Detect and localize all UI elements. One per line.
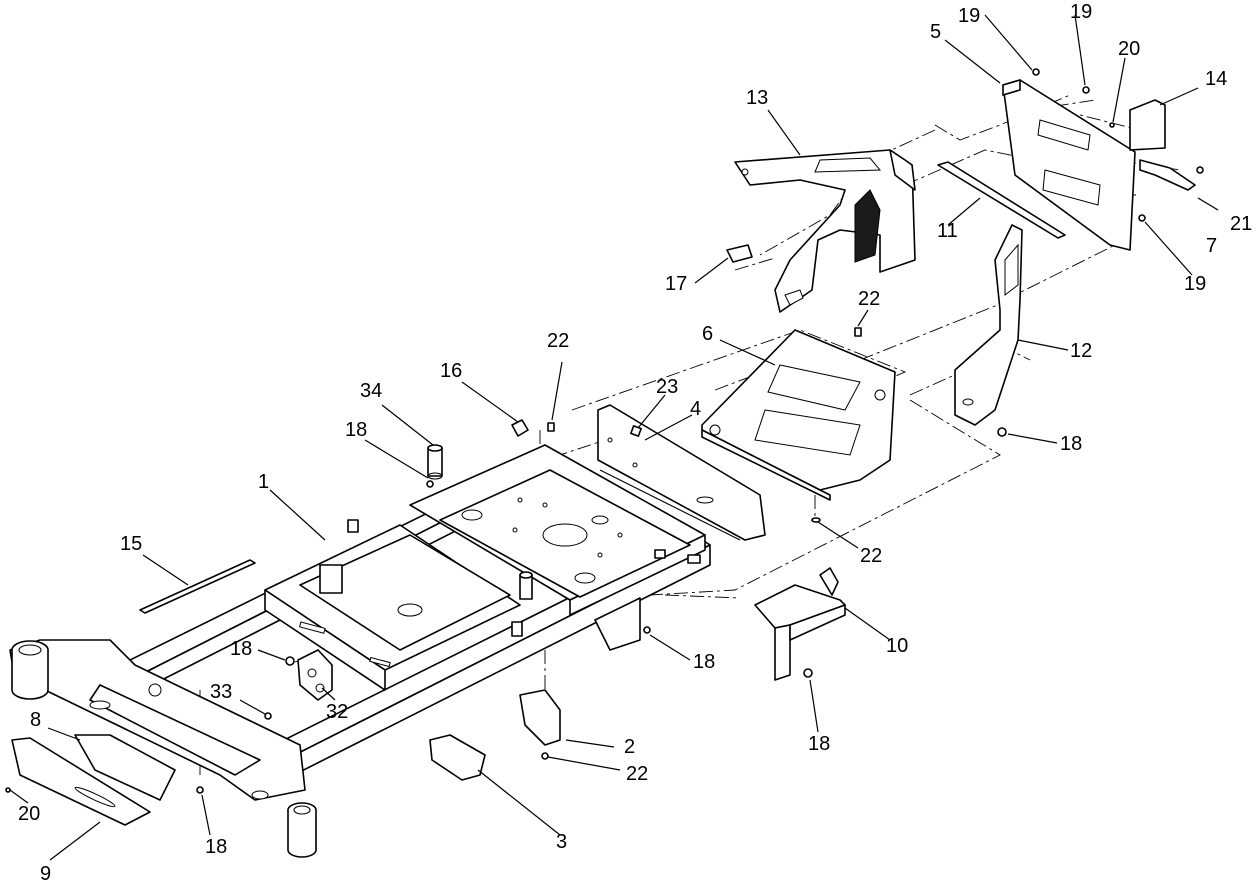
callout-8: 8: [30, 709, 41, 731]
part-4-bracket: [597, 404, 766, 541]
callout-22a: 22: [547, 330, 569, 352]
callout-7: 7: [1206, 235, 1217, 257]
part-17-label: [726, 244, 753, 263]
part-8-guard: [74, 734, 176, 801]
callout-12: 12: [1070, 340, 1092, 362]
assembly-dash-lines: [199, 94, 1181, 775]
callout-3: 3: [556, 831, 567, 853]
leader-lines: [9, 14, 1219, 861]
callout-19b: 19: [1070, 1, 1092, 23]
hardware-fasteners: [5, 68, 1204, 794]
callout-18c: 18: [693, 651, 715, 673]
part-3-bracket: [429, 734, 486, 781]
part-16-label: [511, 419, 529, 437]
callout-1: 1: [258, 471, 269, 493]
callout-22c: 22: [860, 545, 882, 567]
callout-23: 23: [656, 376, 678, 398]
part-9-shield: [11, 737, 151, 826]
callout-labels: 1 2 3 4 5 6 7 8 9 10 11 12 13 14 15 16 1…: [18, 1, 1252, 885]
callout-16: 16: [440, 360, 462, 382]
part-14-plate: [1129, 99, 1166, 151]
callout-9: 9: [40, 863, 51, 885]
callout-34: 34: [360, 380, 382, 402]
callout-15: 15: [120, 533, 142, 555]
callout-20a: 20: [1118, 38, 1140, 60]
callout-32: 32: [326, 701, 348, 723]
part-12-panel: [954, 224, 1023, 426]
callout-13: 13: [746, 87, 768, 109]
callout-21: 21: [1230, 213, 1252, 235]
part-11-bar: [937, 161, 1066, 239]
callout-19a: 19: [958, 5, 980, 27]
callout-18b: 18: [1060, 433, 1082, 455]
callout-4: 4: [690, 398, 701, 420]
part-34-bumper: [427, 444, 443, 480]
callout-18f: 18: [205, 836, 227, 858]
callout-33: 33: [210, 681, 232, 703]
part-10-bracket: [754, 567, 846, 681]
callout-18a: 18: [345, 419, 367, 441]
callout-5: 5: [930, 21, 941, 43]
callout-14: 14: [1205, 68, 1227, 90]
part-7-bracket: [1139, 159, 1196, 191]
callout-20b: 20: [18, 803, 40, 825]
part-5-plate: [1002, 79, 1136, 251]
part-2-bracket: [519, 689, 561, 746]
callout-22b: 22: [858, 288, 880, 310]
callout-19c: 19: [1184, 273, 1206, 295]
callout-10: 10: [886, 635, 908, 657]
main-frame: [9, 444, 711, 858]
part-15-strip: [139, 559, 256, 614]
part-6-seat-plate: [701, 329, 896, 501]
part-13-panel: [734, 149, 916, 313]
callout-18d: 18: [808, 733, 830, 755]
callout-22d: 22: [626, 763, 648, 785]
callout-17: 17: [665, 273, 687, 295]
callout-18e: 18: [230, 638, 252, 660]
part-32-bracket: [297, 649, 333, 701]
callout-11: 11: [937, 220, 958, 242]
callout-6: 6: [702, 323, 713, 345]
callout-2: 2: [624, 736, 635, 758]
